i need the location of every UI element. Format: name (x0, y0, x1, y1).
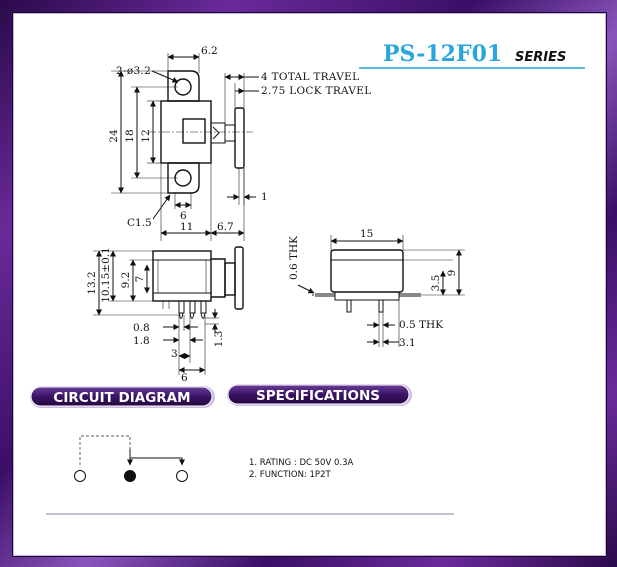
datasheet-sheet: PS-12F01 SERIES 2-ø3.2 6.2 (12, 12, 607, 557)
total-travel: 4 TOTAL TRAVEL (261, 71, 359, 83)
dim-3-1: 3.1 (399, 337, 416, 349)
spec-rating: 1. RATING : DC 50V 0.3A (249, 458, 353, 468)
dim-6-top: 6 (180, 210, 187, 222)
dim-9: 9 (446, 270, 458, 277)
dim-6-7: 6.7 (217, 221, 234, 233)
dim-12: 12 (140, 129, 152, 142)
actuator-neck (224, 124, 236, 142)
drawing-canvas: PS-12F01 SERIES 2-ø3.2 6.2 (30, 41, 585, 515)
top-ear (167, 70, 200, 102)
dim-0-8: 0.8 (133, 322, 150, 334)
dim-10-15: 10.15±0.1 (100, 247, 112, 303)
dim-11: 11 (180, 221, 193, 233)
side-knob (234, 246, 244, 310)
thickness-0-6: 0.6 THK (288, 236, 300, 280)
spec-function: 2. FUNCTION: 1P2T (249, 470, 331, 480)
actuator-knob (234, 107, 245, 169)
dim-1: 1 (261, 191, 268, 203)
specifications-list: 1. RATING : DC 50V 0.3A 2. FUNCTION: 1P2… (249, 458, 353, 480)
front-view-drawing: 15 0.6 THK 3.5 9 0.5 THK 3.1 (288, 228, 465, 349)
dim-18: 18 (124, 129, 136, 142)
dim-13-2: 13.2 (86, 271, 98, 294)
lock-travel: 2.75 LOCK TRAVEL (261, 85, 372, 97)
dim-3: 3 (171, 348, 178, 360)
dim-6-2: 6.2 (201, 45, 218, 57)
model-title: PS-12F01 (383, 41, 502, 67)
dim-24: 24 (108, 129, 120, 143)
dim-6-side: 6 (181, 372, 188, 384)
top-view-drawing: 2-ø3.2 6.2 4 TOTAL TRAVEL 2.75 LOCK TRAV… (108, 45, 372, 241)
slider-window (182, 118, 206, 144)
circuit-dashed-link (79, 435, 131, 465)
terminal-common (124, 470, 136, 482)
circuit-diagram-heading: CIRCUIT DIAGRAM (30, 386, 215, 408)
circuit-diagram (74, 435, 188, 482)
header: PS-12F01 SERIES (359, 41, 585, 69)
specifications-label: SPECIFICATIONS (256, 388, 380, 404)
dim-7: 7 (134, 276, 146, 283)
terminal-left (74, 470, 86, 482)
circuit-diagram-label: CIRCUIT DIAGRAM (53, 390, 190, 406)
side-view-drawing: 13.2 10.15±0.1 9.2 7 0.8 1.8 3 6 1.3 (86, 246, 244, 384)
actuator-clip (212, 126, 220, 140)
dim-9-2: 9.2 (120, 272, 132, 289)
actuator-stem (211, 122, 226, 144)
series-label: SERIES (515, 50, 566, 65)
dim-1-3: 1.3 (213, 331, 225, 348)
chamfer-callout: C1.5 (127, 217, 152, 229)
terminal-right (176, 470, 188, 482)
hole-leader (151, 70, 179, 83)
dim-3-5: 3.5 (430, 275, 442, 292)
circuit-common-line (130, 457, 183, 465)
dim-15: 15 (360, 228, 373, 240)
dim-1-8: 1.8 (133, 335, 150, 347)
front-body (330, 249, 404, 293)
thickness-0-5: 0.5 THK (399, 319, 443, 331)
specifications-heading: SPECIFICATIONS (227, 384, 412, 406)
